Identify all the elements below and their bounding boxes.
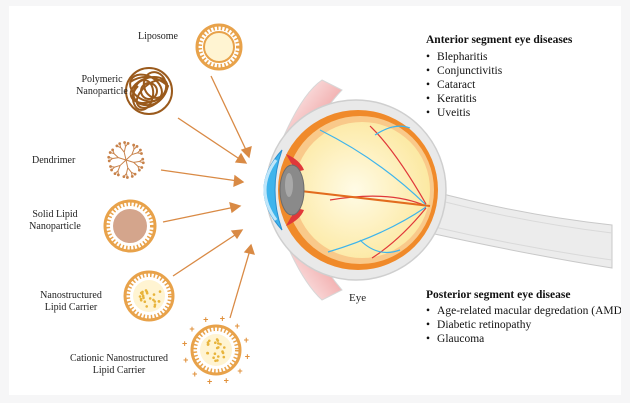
arrow-nlc: [173, 233, 238, 276]
disease-item: Diabetic retinopathy: [426, 318, 621, 332]
svg-text:+: +: [183, 355, 188, 365]
svg-text:+: +: [224, 375, 229, 385]
svg-text:+: +: [220, 314, 225, 324]
arrow-dendrimer: [161, 170, 238, 181]
svg-text:+: +: [244, 335, 249, 345]
arrow-polymeric: [178, 118, 241, 160]
arrowhead-liposome: [242, 147, 251, 157]
nanostructured-lipid-carrier: [125, 272, 173, 320]
disease-item: Cataract: [426, 78, 502, 92]
arrowhead-polymeric: [236, 154, 246, 163]
label-polymeric-line2: Nanoparticle: [66, 86, 138, 98]
svg-text:+: +: [235, 321, 240, 331]
arrows: [161, 76, 254, 318]
disease-item: Glaucoma: [426, 332, 621, 346]
liposome-particle: [197, 25, 241, 69]
label-liposome: Liposome: [138, 31, 178, 43]
disease-item: Keratitis: [426, 92, 502, 106]
cationic-nanostructured-lipid-carrier: ++++++++++++: [182, 314, 250, 387]
solid-lipid-nanoparticle: [105, 201, 155, 251]
dendrimer: [108, 142, 144, 179]
svg-text:+: +: [203, 315, 208, 325]
anterior-disease-list: BlepharitisConjunctivitisCataractKeratit…: [426, 50, 502, 120]
arrow-sln: [163, 207, 235, 222]
label-polymeric-nanoparticle: Polymeric Nanoparticle: [66, 74, 138, 98]
posterior-title: Posterior segment eye disease: [426, 289, 570, 301]
disease-item: Blepharitis: [426, 50, 502, 64]
label-polymeric-line1: Polymeric: [66, 74, 138, 86]
label-sln-line1: Solid Lipid: [20, 209, 90, 221]
svg-text:+: +: [189, 324, 194, 334]
arrow-cnlc: [230, 250, 250, 318]
svg-text:+: +: [237, 366, 242, 376]
svg-text:+: +: [192, 369, 197, 379]
label-cnlc-line2: Lipid Carrier: [56, 365, 182, 377]
arrow-liposome: [211, 76, 247, 152]
svg-text:+: +: [207, 376, 212, 386]
label-cnlc-line1: Cationic Nanostructured: [56, 353, 182, 365]
arrowhead-cnlc: [245, 245, 254, 254]
posterior-list-clip: Age-related macular degredation (AMD)Dia…: [426, 304, 621, 364]
arrowhead-nlc: [232, 230, 242, 238]
svg-text:+: +: [245, 351, 250, 361]
label-dendrimer: Dendrimer: [32, 155, 75, 167]
label-solid-lipid-nanoparticle: Solid Lipid Nanoparticle: [20, 209, 90, 233]
svg-text:+: +: [182, 339, 187, 349]
arrowhead-dendrimer: [234, 176, 243, 186]
disease-item: Uveitis: [426, 106, 502, 120]
label-sln-line2: Nanoparticle: [20, 221, 90, 233]
label-eye: Eye: [349, 292, 366, 304]
arrowhead-sln: [230, 203, 240, 212]
label-cationic-nlc: Cationic Nanostructured Lipid Carrier: [56, 353, 182, 377]
label-nlc-line2: Lipid Carrier: [31, 302, 111, 314]
disease-item: Conjunctivitis: [426, 64, 502, 78]
posterior-disease-list: Age-related macular degredation (AMD)Dia…: [426, 304, 621, 346]
label-nanostructured-lipid-carrier: Nanostructured Lipid Carrier: [31, 290, 111, 314]
label-nlc-line1: Nanostructured: [31, 290, 111, 302]
anterior-title: Anterior segment eye diseases: [426, 34, 572, 46]
disease-item: Age-related macular degredation (AMD): [426, 304, 621, 318]
